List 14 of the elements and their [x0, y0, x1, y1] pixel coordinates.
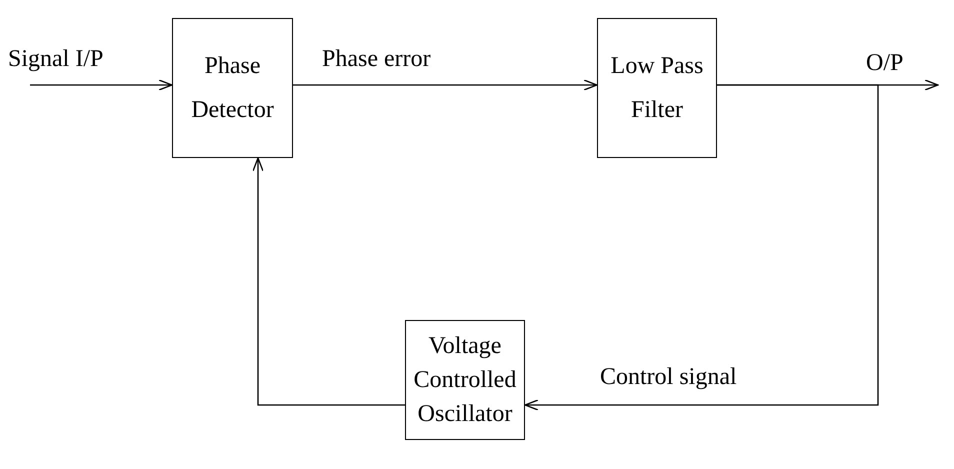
edge-label: Signal I/P [8, 45, 104, 74]
arrow [293, 79, 598, 91]
process-box [597, 18, 717, 158]
box-label: Low Pass Filter [610, 52, 704, 125]
process-box [405, 320, 525, 440]
edge-label: Control signal [600, 363, 737, 392]
box-label: Voltage Controlled Oscillator [412, 332, 518, 429]
arrow [252, 157, 405, 406]
arrow [524, 84, 879, 411]
edge-label: O/P [866, 49, 904, 78]
edge-label: Phase error [322, 45, 431, 74]
process-box [172, 18, 293, 158]
arrow [30, 79, 173, 91]
box-label: Phase Detector [190, 52, 275, 125]
